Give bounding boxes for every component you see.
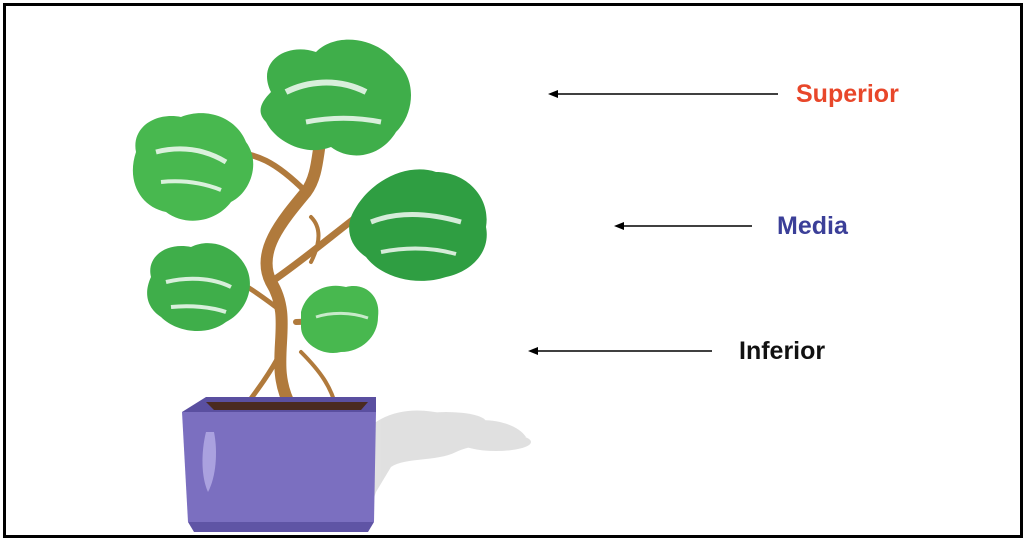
plant-leaves [132,39,487,353]
inferior-arrow [528,347,712,355]
potted-plant-illustration [132,39,531,532]
inferior-annotation: Inferior [526,331,906,371]
media-arrow [614,222,752,230]
superior-annotation: Superior [546,74,986,114]
media-annotation: Media [612,206,912,246]
inferior-label: Inferior [739,337,826,365]
superior-arrow [548,90,778,98]
figure-frame: Superior Media Inferior [3,3,1023,538]
flower-pot [182,397,376,532]
media-label: Media [777,212,848,240]
superior-label: Superior [796,80,899,108]
plant-shadow [366,410,531,522]
